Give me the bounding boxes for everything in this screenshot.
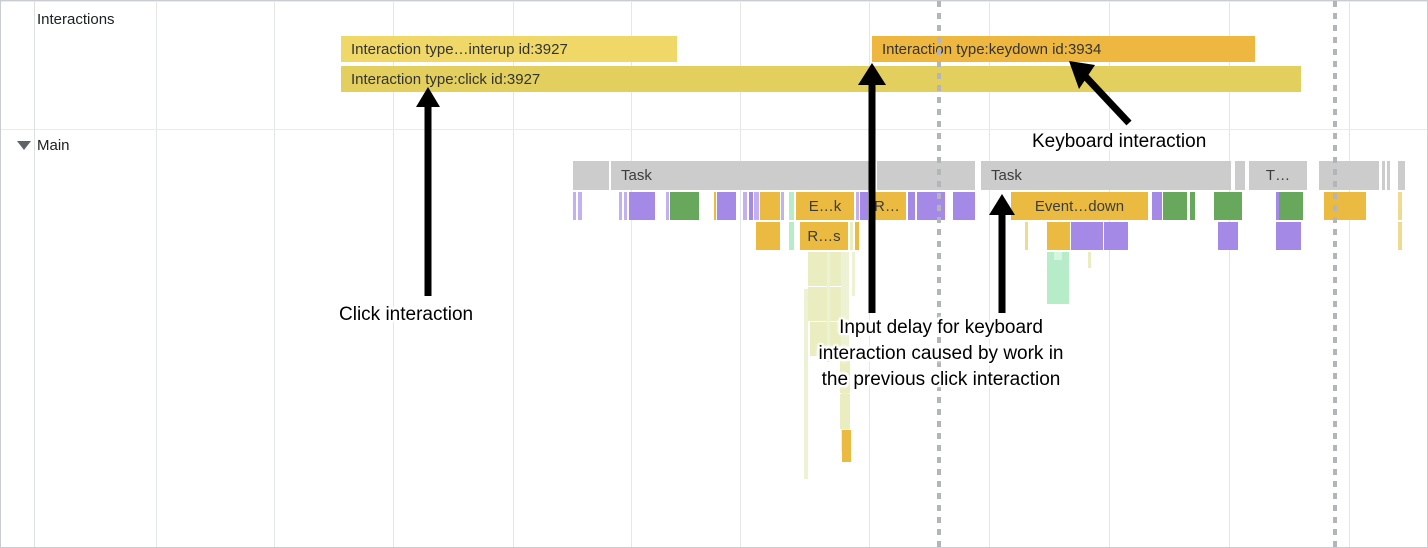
task-block[interactable] [1387, 161, 1390, 190]
task-block[interactable] [1319, 161, 1379, 190]
flame-block[interactable] [754, 192, 759, 220]
flame-block[interactable] [841, 252, 849, 452]
flame-block[interactable] [852, 252, 855, 296]
flame-block[interactable] [1047, 222, 1070, 250]
flame-block[interactable] [850, 222, 853, 250]
interaction-bar-click[interactable]: Interaction type:click id:3927 [341, 66, 1301, 92]
flame-block[interactable] [1001, 252, 1005, 282]
flame-block[interactable] [1088, 252, 1091, 268]
flame-block[interactable] [629, 192, 655, 220]
flame-block[interactable] [1071, 222, 1103, 250]
flame-block[interactable] [1104, 222, 1128, 250]
interaction-bar-keydown[interactable]: Interaction type:keydown id:3934 [872, 36, 1255, 62]
flame-block[interactable] [1279, 192, 1303, 220]
task-block[interactable]: Task [611, 161, 873, 190]
flame-block[interactable] [855, 222, 859, 250]
gridline [1109, 1, 1110, 547]
flame-block[interactable] [840, 357, 850, 393]
flame-block[interactable] [1054, 252, 1062, 260]
flame-block[interactable] [856, 192, 859, 220]
flame-block[interactable] [1152, 192, 1162, 220]
gridline [274, 1, 275, 547]
flame-block[interactable] [1025, 222, 1028, 250]
flame-block[interactable] [749, 192, 753, 220]
arrow-click-interaction [416, 87, 440, 296]
track-label-interactions[interactable]: Interactions [37, 11, 115, 28]
task-block[interactable] [1398, 161, 1405, 190]
flame-block[interactable] [908, 192, 915, 220]
flame-block[interactable] [1398, 222, 1402, 250]
flame-block[interactable] [1324, 192, 1366, 220]
annotation-keyboard-interaction: Keyboard interaction [1032, 131, 1207, 152]
flame-block-recalc[interactable]: R… [870, 192, 906, 220]
task-block[interactable]: T… [1249, 161, 1307, 190]
flame-block[interactable] [1276, 222, 1301, 250]
flame-block[interactable] [1047, 260, 1069, 304]
flame-block[interactable] [827, 252, 830, 362]
task-block[interactable] [573, 161, 609, 190]
flame-block-recalc-styles[interactable]: R…s [800, 222, 848, 250]
task-block[interactable] [1235, 161, 1245, 190]
timing-marker-dashed-1 [937, 1, 941, 547]
task-block[interactable] [1382, 161, 1385, 190]
flame-block[interactable] [1214, 192, 1242, 220]
triangle-down-icon[interactable] [17, 141, 31, 150]
track-separator [1, 129, 1427, 130]
flame-block[interactable] [842, 430, 851, 462]
gutter-divider [34, 1, 35, 547]
gridline [989, 1, 990, 547]
flame-block[interactable] [1163, 192, 1187, 220]
annotation-click-interaction: Click interaction [339, 304, 474, 325]
flame-block[interactable] [1190, 192, 1195, 220]
flame-block[interactable] [1398, 192, 1402, 220]
task-block[interactable] [877, 161, 975, 190]
gridline [393, 1, 394, 547]
gridline [513, 1, 514, 547]
gridline [1349, 1, 1350, 547]
flame-block[interactable] [789, 222, 794, 250]
gridline [1229, 1, 1230, 547]
task-block[interactable]: Task [981, 161, 1231, 190]
flame-block[interactable] [666, 192, 669, 220]
flame-block[interactable] [860, 192, 868, 220]
annotation-input-delay: Input delay for keyboard interaction cau… [818, 317, 1064, 390]
gridline [740, 1, 741, 547]
flame-block[interactable] [573, 192, 576, 220]
flame-block[interactable] [760, 192, 780, 220]
flame-block[interactable] [578, 192, 582, 220]
flame-block[interactable] [670, 192, 699, 220]
flame-block[interactable] [619, 192, 622, 220]
flame-block[interactable] [781, 192, 784, 220]
gridline [631, 1, 632, 547]
flame-block[interactable] [804, 289, 808, 479]
flame-block[interactable] [1218, 222, 1238, 250]
interaction-bar-pointerup[interactable]: Interaction type…interup id:3927 [341, 36, 677, 62]
flame-block[interactable] [953, 192, 975, 220]
gridline [156, 1, 157, 547]
track-separator-top [1, 1, 1427, 2]
track-label-main[interactable]: Main [37, 137, 70, 154]
timing-marker-dashed-2 [1333, 1, 1337, 547]
flame-block[interactable] [743, 192, 747, 220]
flame-block[interactable] [624, 192, 627, 220]
flame-block[interactable] [717, 192, 736, 220]
flame-block[interactable] [1276, 192, 1279, 220]
flame-block[interactable] [840, 394, 850, 429]
flame-gap [1199, 192, 1203, 220]
flame-block[interactable] [1001, 222, 1005, 250]
flame-block[interactable] [760, 222, 780, 250]
flame-block[interactable] [789, 192, 794, 220]
flame-block[interactable] [756, 222, 760, 250]
flame-block-event[interactable]: E…k [796, 192, 854, 220]
flame-block[interactable] [714, 192, 716, 220]
flame-block-event-keydown[interactable]: Event…down [1011, 192, 1148, 220]
